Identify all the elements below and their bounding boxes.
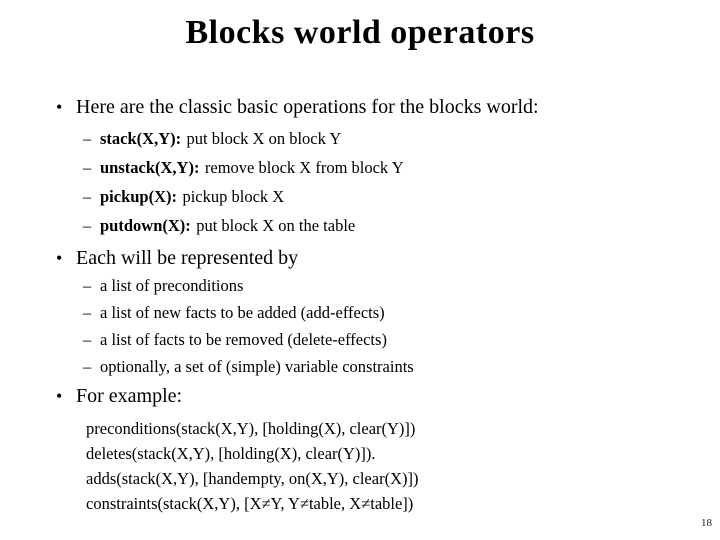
sub-bullet-text: a list of new facts to be added (add-eff… xyxy=(100,303,385,322)
sub-bullet-text: optionally, a set of (simple) variable c… xyxy=(100,357,414,376)
page-number: 18 xyxy=(701,517,712,529)
dash-icon: – xyxy=(83,357,92,376)
dash-icon: – xyxy=(83,129,92,148)
sub-bullet-item: – unstack(X,Y):remove block X from block… xyxy=(83,153,404,182)
code-line: deletes(stack(X,Y), [holding(X), clear(Y… xyxy=(86,444,376,463)
sub-bullet-item: – putdown(X): put block X on the table xyxy=(83,211,404,240)
representation-sublist: – a list of preconditions – a list of ne… xyxy=(83,272,414,380)
operator-desc: pickup block X xyxy=(182,187,285,206)
bullet-item-operations: • Here are the classic basic operations … xyxy=(56,95,539,119)
dash-icon: – xyxy=(83,216,92,235)
sub-bullet-text: unstack(X,Y):remove block X from block Y xyxy=(100,153,404,182)
operator-term: pickup(X): xyxy=(100,187,178,206)
code-line: constraints(stack(X,Y), [X≠Y, Y≠table, X… xyxy=(86,494,414,513)
dash-icon: – xyxy=(83,330,92,349)
sub-bullet-item: – a list of facts to be removed (delete-… xyxy=(83,326,414,353)
bullet-icon: • xyxy=(56,386,63,406)
code-line: adds(stack(X,Y), [handempty, on(X,Y), cl… xyxy=(86,469,419,488)
dash-icon: – xyxy=(83,158,92,177)
sub-bullet-text: a list of facts to be removed (delete-ef… xyxy=(100,330,387,349)
sub-bullet-item: – a list of preconditions xyxy=(83,272,414,299)
bullet-icon: • xyxy=(56,248,63,268)
bullet-label: Each will be represented by xyxy=(76,247,299,269)
dash-icon: – xyxy=(83,303,92,322)
sub-bullet-item: – pickup(X):pickup block X xyxy=(83,182,404,211)
operator-desc: put block X on the table xyxy=(196,216,356,235)
sub-bullet-item: – stack(X,Y):put block X on block Y xyxy=(83,124,404,153)
operator-desc: remove block X from block Y xyxy=(204,158,404,177)
operations-sublist: – stack(X,Y):put block X on block Y – un… xyxy=(83,124,404,240)
sub-bullet-text: pickup(X):pickup block X xyxy=(100,182,284,211)
bullet-label: Here are the classic basic operations fo… xyxy=(76,96,539,118)
example-code-block: preconditions(stack(X,Y), [holding(X), c… xyxy=(86,416,418,516)
operator-term: unstack(X,Y): xyxy=(100,158,200,177)
dash-icon: – xyxy=(83,276,92,295)
dash-icon: – xyxy=(83,187,92,206)
sub-bullet-text: a list of preconditions xyxy=(100,276,244,295)
code-line: preconditions(stack(X,Y), [holding(X), c… xyxy=(86,419,416,438)
sub-bullet-text: stack(X,Y):put block X on block Y xyxy=(100,124,341,153)
operator-desc: put block X on block Y xyxy=(186,129,342,148)
operator-term: putdown(X): xyxy=(100,216,191,235)
operator-term: stack(X,Y): xyxy=(100,129,182,148)
slide-title: Blocks world operators xyxy=(185,14,535,51)
sub-bullet-text: putdown(X): put block X on the table xyxy=(100,211,355,240)
bullet-label: For example: xyxy=(76,385,183,407)
bullet-item-example: • For example: xyxy=(56,384,182,408)
sub-bullet-item: – optionally, a set of (simple) variable… xyxy=(83,353,414,380)
sub-bullet-item: – a list of new facts to be added (add-e… xyxy=(83,299,414,326)
bullet-icon: • xyxy=(56,97,63,117)
bullet-item-representation: • Each will be represented by xyxy=(56,246,298,270)
